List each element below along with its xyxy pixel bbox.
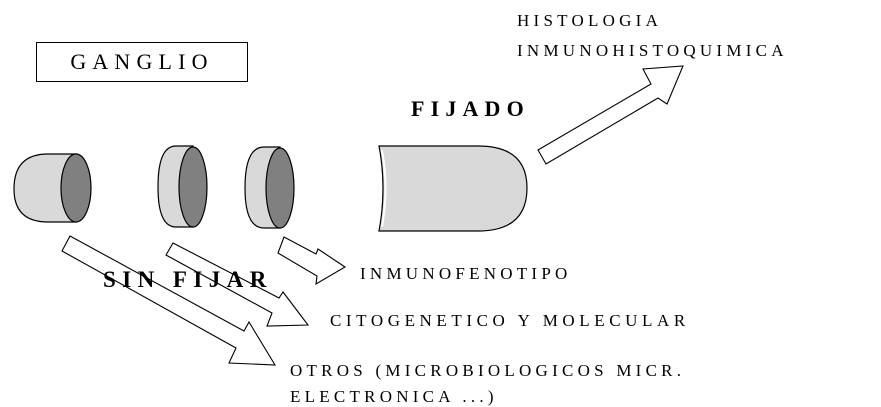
sin-fijar-label: SIN FIJAR (103, 268, 273, 291)
fijado-label: FIJADO (411, 98, 530, 120)
ganglio-label-box: GANGLIO (36, 42, 248, 82)
citogenetico-label: CITOGENETICO Y MOLECULAR (330, 312, 690, 329)
ganglio-half-shape (14, 154, 91, 222)
inmunofenotipo-label: INMUNOFENOTIPO (360, 265, 572, 282)
arrow-to-inmunofenotipo (278, 237, 345, 284)
ganglio-slice-2 (245, 147, 294, 228)
inmunohistoquimica-label: INMUNOHISTOQUIMICA (517, 42, 788, 59)
ganglio-slice-1 (158, 146, 207, 227)
arrow-to-histologia (538, 66, 683, 164)
otros-label: OTROS (MICROBIOLOGICOS MICR. (290, 362, 685, 379)
electronica-label: ELECTRONICA ...) (290, 388, 498, 405)
ganglio-label: GANGLIO (70, 51, 213, 73)
fixed-ganglio-shape (379, 146, 527, 231)
histologia-label: HISTOLOGIA (517, 12, 662, 29)
